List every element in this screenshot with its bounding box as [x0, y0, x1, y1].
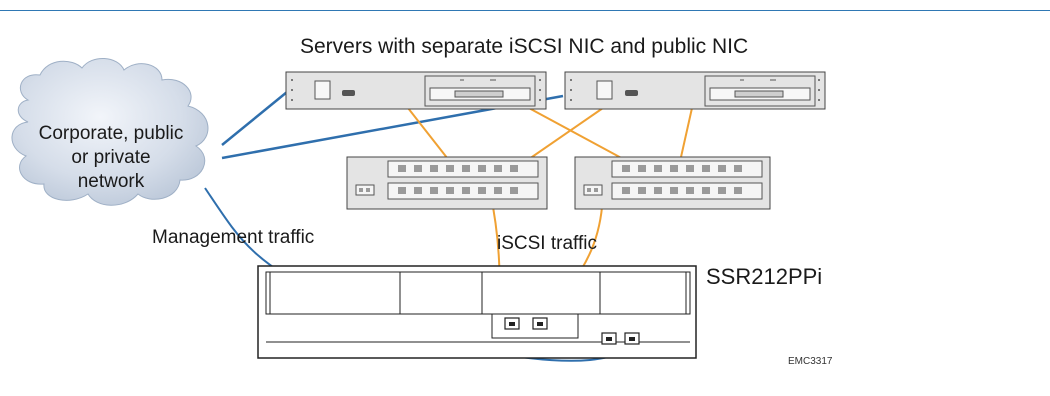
cloud-label: Corporate, public or private network [38, 123, 184, 192]
figure-code: EMC3317 [788, 356, 833, 367]
iscsi-traffic-label: iSCSI traffic [497, 233, 597, 254]
network-cloud-icon [11, 58, 209, 206]
switch-1 [346, 156, 548, 210]
header-rule [0, 10, 1050, 11]
switch-2 [574, 156, 771, 210]
management-traffic-label: Management traffic [152, 227, 315, 248]
public-link-server1 [221, 91, 288, 146]
iscsi-link-4 [678, 107, 693, 167]
server-2 [564, 71, 826, 110]
storage-chassis [257, 265, 697, 359]
diagram-title: Servers with separate iSCSI NIC and publ… [300, 35, 749, 58]
server-1 [285, 71, 547, 110]
storage-model-label: SSR212PPi [706, 264, 823, 289]
